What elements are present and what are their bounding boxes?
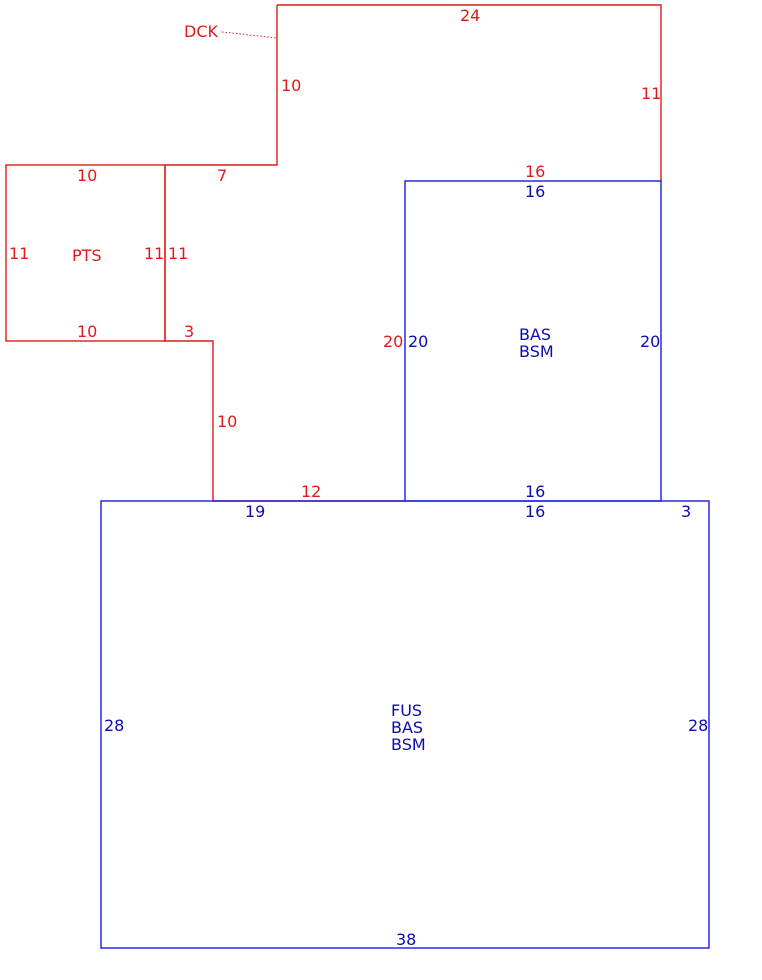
dim-bas-right: 20 (640, 332, 660, 351)
dim-fus-top-right: 3 (681, 502, 691, 521)
dim-bas-left: 20 (408, 332, 428, 351)
fus-label: FUS (391, 701, 422, 720)
bsm-label: BSM (519, 342, 554, 361)
dim-pts-top: 10 (77, 166, 97, 185)
dim-dck-lower-left: 10 (217, 412, 237, 431)
fus-bsm-label: BSM (391, 735, 426, 754)
dim-dck-left-lower: 11 (168, 244, 188, 263)
dim-fus-right: 28 (688, 716, 708, 735)
dim-bas-top: 16 (525, 182, 545, 201)
dim-dck-over-bas: 16 (525, 162, 545, 181)
dim-fus-left: 28 (104, 716, 124, 735)
bas-label: BAS (519, 325, 551, 344)
dim-dck-bas-left: 20 (383, 332, 403, 351)
dim-dck-left: 10 (281, 76, 301, 95)
dim-pts-left: 11 (9, 244, 29, 263)
dim-dck-bottom: 12 (301, 482, 321, 501)
fus-outline (100, 500, 710, 949)
dim-fus-top-mid: 16 (525, 502, 545, 521)
dim-fus-top-left: 19 (245, 502, 265, 521)
dim-fus-bottom: 38 (396, 930, 416, 949)
dck-outline (164, 4, 662, 502)
pts-label: PTS (72, 246, 102, 265)
dim-pts-right: 11 (144, 244, 164, 263)
dim-dck-right: 11 (641, 84, 661, 103)
fus-bas-label: BAS (391, 718, 423, 737)
pts-outline (5, 164, 166, 342)
dim-bas-bottom: 16 (525, 482, 545, 501)
dim-dck-bottom-left: 7 (217, 166, 227, 185)
dim-pts-bottom: 10 (77, 322, 97, 341)
dim-dck-step: 3 (184, 322, 194, 341)
dck-leader-line (221, 31, 278, 39)
dck-label: DCK (184, 22, 218, 41)
dim-dck-top: 24 (460, 6, 480, 25)
